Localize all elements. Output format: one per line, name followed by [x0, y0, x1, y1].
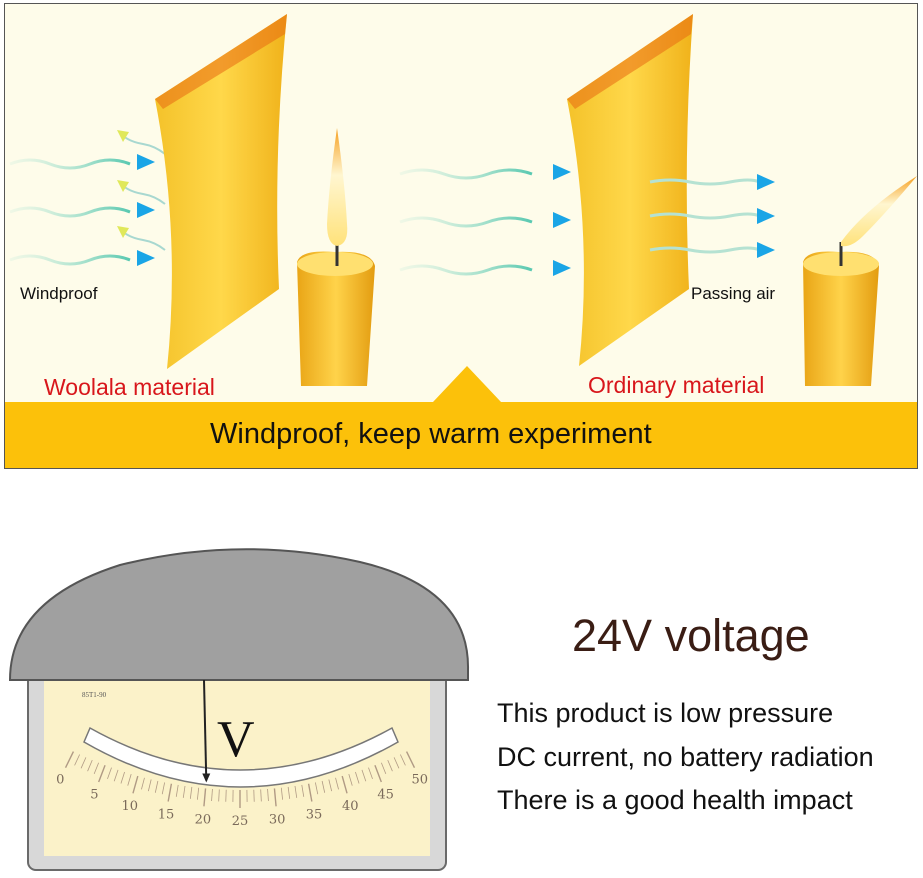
- meter-tick: [260, 789, 262, 802]
- meter-needle: [203, 679, 208, 781]
- meter-tick: [280, 787, 284, 800]
- meter-tick: [182, 785, 186, 798]
- meter-scale-label: 20: [195, 812, 212, 827]
- voltmeter: 85T1-90 V 0 5 10 15 20 25 30 35 40 45 50: [8, 548, 470, 871]
- meter-tick: [161, 782, 166, 795]
- info-line-3: There is a good health impact: [497, 785, 853, 815]
- meter-tick: [361, 769, 367, 782]
- meter-model-text: 85T1-90: [82, 691, 107, 699]
- meter-tick: [189, 786, 193, 799]
- meter-tick: [348, 773, 353, 786]
- meter-scale-label: 35: [306, 807, 323, 822]
- meter-tick: [393, 757, 400, 769]
- meter-scale-label: 15: [158, 807, 175, 822]
- meter-tick: [380, 762, 387, 775]
- meter-tick: [80, 757, 87, 769]
- candle-left: [297, 128, 375, 386]
- woolala-material-label: Woolala material: [44, 374, 215, 400]
- meter-scale-label: 25: [232, 814, 249, 829]
- meter-tick: [307, 783, 313, 802]
- woolala-fabric: [155, 14, 287, 369]
- meter-tick: [405, 751, 416, 769]
- meter-tick: [399, 754, 406, 766]
- meter-tick: [273, 788, 277, 807]
- meter-tick: [321, 780, 326, 793]
- meter-tick: [93, 762, 100, 775]
- meter-tick: [341, 775, 348, 794]
- meter-tick: [287, 786, 291, 799]
- meter-arc-band: [83, 726, 399, 788]
- wind-arrows-right: [649, 174, 775, 258]
- meter-tick: [64, 751, 75, 769]
- meter-scale-label: 10: [121, 799, 138, 814]
- banner-title: Windproof, keep warm experiment: [210, 418, 652, 450]
- meter-needle-tip: [202, 773, 211, 783]
- meter-tick: [218, 789, 220, 802]
- experiment-panel: Windproof Woolala material Passing air O…: [4, 3, 918, 469]
- meter-symbol: V: [217, 711, 255, 768]
- meter-tick: [132, 775, 139, 794]
- wind-arrows-center: [399, 164, 571, 276]
- meter-tick: [374, 764, 382, 783]
- meter-tick: [335, 777, 339, 790]
- meter-tick: [167, 783, 173, 802]
- meter-tick: [355, 771, 360, 784]
- meter-tick: [314, 782, 319, 795]
- windproof-label: Windproof: [20, 284, 98, 303]
- experiment-illustration: [9, 14, 917, 402]
- experiment-banner: Windproof, keep warm experiment: [5, 402, 917, 468]
- meter-tick: [294, 785, 298, 798]
- meter-scale: [64, 751, 416, 808]
- meter-tick: [175, 784, 179, 797]
- ordinary-fabric: [567, 14, 693, 366]
- meter-tick: [87, 759, 93, 772]
- meter-tick: [211, 788, 213, 801]
- meter-tick: [301, 784, 305, 797]
- banner-notch: [433, 366, 501, 402]
- info-line-1: This product is low pressure: [497, 698, 834, 728]
- meter-tick: [127, 773, 132, 786]
- meter-face: [44, 678, 430, 856]
- meter-tick: [368, 767, 373, 780]
- meter-tick: [141, 777, 145, 790]
- meter-scale-label: 0: [56, 773, 64, 788]
- meter-tick: [328, 779, 333, 792]
- wind-arrows-left: [9, 130, 166, 266]
- meter-tick: [154, 780, 159, 793]
- ordinary-material-label: Ordinary material: [588, 372, 765, 398]
- meter-hood: [8, 548, 470, 681]
- meter-tick: [203, 788, 207, 807]
- meter-scale-label: 45: [377, 787, 394, 802]
- meter-scale-label: 50: [411, 773, 428, 788]
- meter-tick: [98, 764, 106, 783]
- meter-tick: [107, 767, 112, 780]
- meter-tick: [74, 754, 81, 766]
- meter-tick: [387, 759, 393, 772]
- meter-tick: [147, 779, 152, 792]
- meter-tick: [120, 771, 125, 784]
- meter-tick: [196, 787, 200, 800]
- meter-tick: [267, 788, 269, 801]
- meter-scale-labels: 0 5 10 15 20 25 30 35 40 45 50: [56, 773, 428, 829]
- meter-tick: [113, 769, 119, 782]
- meter-scale-label: 30: [269, 812, 286, 827]
- meter-scale-label: 5: [90, 787, 98, 802]
- meter-scale-label: 40: [342, 799, 359, 814]
- info-line-2: DC current, no battery radiation: [497, 742, 874, 772]
- candle-right: [803, 176, 917, 386]
- passing-air-label: Passing air: [691, 284, 776, 303]
- voltage-title: 24V voltage: [572, 610, 810, 661]
